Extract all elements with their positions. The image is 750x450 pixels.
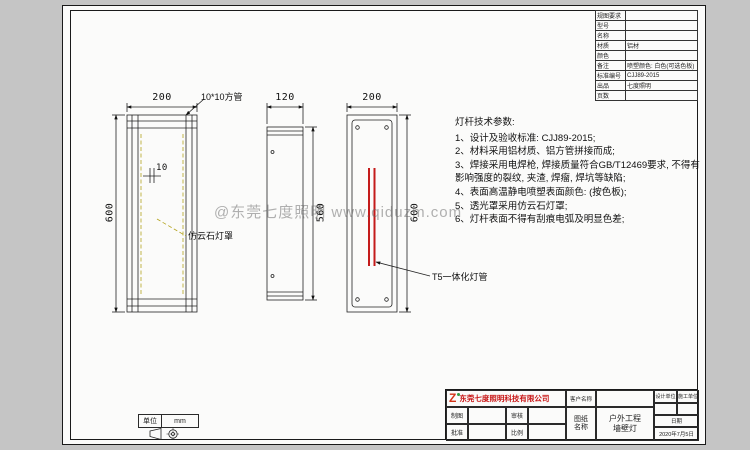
company-cell: Z 东莞七度照明科技有限公司 bbox=[446, 390, 566, 407]
unit-value-cell: mm bbox=[161, 414, 199, 428]
spec-value bbox=[625, 30, 698, 41]
spec-label: 材质 bbox=[595, 40, 626, 51]
date-label-cell: 日期 bbox=[654, 415, 699, 427]
company-logo-icon: Z bbox=[449, 391, 461, 405]
build-unit-cell: 施工单位 bbox=[677, 390, 699, 403]
spec-row: 规图要求 bbox=[595, 10, 698, 21]
approve-value-cell bbox=[468, 424, 506, 441]
spec-row: 备注喷塑颜色: 白色(可选色板) bbox=[595, 60, 698, 71]
tech-note-line: 1、设计及验收标准: CJJ89-2015; bbox=[455, 132, 596, 144]
spec-label: 型号 bbox=[595, 20, 626, 31]
spec-value bbox=[625, 10, 698, 21]
spec-value bbox=[625, 50, 698, 61]
spec-label: 名称 bbox=[595, 30, 626, 41]
logo-letter: Z bbox=[449, 391, 457, 405]
build-unit-value-cell bbox=[677, 403, 699, 415]
scale-label-cell: 比例 bbox=[506, 424, 528, 441]
customer-label-cell: 客户名称 bbox=[566, 390, 596, 407]
tech-note-line: 2、材料采用铝材质、铝方管拼接而成; bbox=[455, 146, 615, 158]
tech-note-line: 5、透光罩采用仿云石灯罩; bbox=[455, 200, 568, 212]
spec-label: 备注 bbox=[595, 60, 626, 71]
spec-value: 铝材 bbox=[625, 40, 698, 51]
spec-table: 规图要求 型号 名称 材质铝材 颜色 备注喷塑颜色: 白色(可选色板) 标准编号… bbox=[595, 10, 698, 101]
spec-row: 页数 bbox=[595, 90, 698, 101]
t5-tube-callout: T5一体化灯管 bbox=[432, 272, 488, 282]
side-width-dim: 120 bbox=[275, 92, 295, 103]
spec-label: 出品 bbox=[595, 80, 626, 91]
tech-note-line: 6、灯杆表面不得有刮痕电弧及明显色差; bbox=[455, 214, 625, 226]
drawing-frame bbox=[70, 10, 698, 440]
drawing-name-value-cell: 户外工程墙壁灯 bbox=[596, 407, 654, 441]
spec-value: 七度照明 bbox=[625, 80, 698, 91]
approve-label-cell: 批准 bbox=[446, 424, 468, 441]
square-tube-callout: 10*10方管 bbox=[201, 92, 243, 102]
date-value-cell: 2020年7月5日 bbox=[654, 427, 699, 441]
marble-shade-callout: 仿云石灯罩 bbox=[188, 231, 234, 241]
draft-label-cell: 制图 bbox=[446, 407, 468, 424]
spec-label: 规图要求 bbox=[595, 10, 626, 21]
tech-note-line: 4、表面高温静电喷塑表面颜色: (按色板); bbox=[455, 186, 627, 198]
draft-value-cell bbox=[468, 407, 506, 424]
unit-label-cell: 单位 bbox=[138, 414, 162, 428]
check-value-cell bbox=[528, 407, 566, 424]
spec-row: 颜色 bbox=[595, 50, 698, 61]
design-unit-cell: 设计单位 bbox=[654, 390, 677, 403]
spec-value: CJJ89-2015 bbox=[625, 70, 698, 81]
check-label-cell: 审核 bbox=[506, 407, 528, 424]
drawing-name-label-cell: 图纸名称 bbox=[566, 407, 596, 441]
back-width-dim: 200 bbox=[362, 92, 382, 103]
spec-row: 出品七度照明 bbox=[595, 80, 698, 91]
spec-value bbox=[625, 20, 698, 31]
spec-value: 喷塑颜色: 白色(可选色板) bbox=[625, 60, 698, 71]
product-cell bbox=[596, 390, 654, 407]
watermark-text: @东莞七度照明 www.qiduzm.com bbox=[214, 204, 463, 221]
title-block: Z 东莞七度照明科技有限公司 制图 审核 批准 比例 客户名称 图纸名称 户外工… bbox=[445, 389, 699, 441]
tech-notes: 灯杆技术参数: 1、设计及验收标准: CJJ89-2015; 2、材料采用铝材质… bbox=[455, 116, 707, 227]
company-name: 东莞七度照明科技有限公司 bbox=[459, 394, 550, 403]
spec-value bbox=[625, 90, 698, 101]
front-height-dim: 600 bbox=[104, 202, 116, 223]
spec-row: 材质铝材 bbox=[595, 40, 698, 51]
logo-accent-dot bbox=[457, 393, 461, 396]
spec-row: 名称 bbox=[595, 30, 698, 41]
tech-note-line: 影响强度的裂纹, 夹渣, 焊瘤, 焊坑等缺陷; bbox=[455, 173, 626, 185]
front-width-dim: 200 bbox=[152, 92, 172, 103]
design-unit-value-cell bbox=[654, 403, 677, 415]
scale-value-cell bbox=[528, 424, 566, 441]
tech-notes-title: 灯杆技术参数: bbox=[455, 117, 515, 128]
spec-label: 页数 bbox=[595, 90, 626, 101]
spec-row: 型号 bbox=[595, 20, 698, 31]
spec-label: 标准编号 bbox=[595, 70, 626, 81]
front-gap-dim: 10 bbox=[156, 163, 168, 173]
spec-label: 颜色 bbox=[595, 50, 626, 61]
tech-note-line: 3、焊接采用电焊枪, 焊接质量符合GB/T12469要求, 不得有 bbox=[455, 159, 700, 171]
